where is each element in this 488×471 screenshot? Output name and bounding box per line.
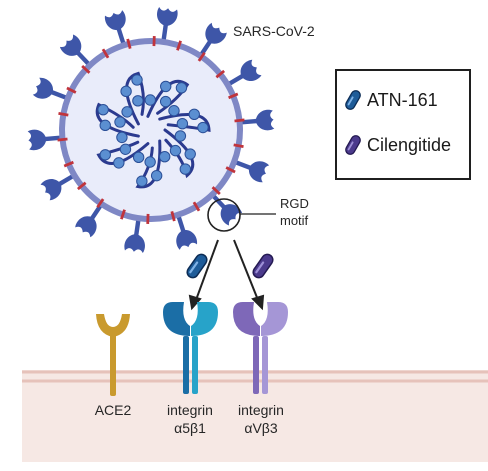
spike-proteins xyxy=(27,6,275,254)
membrane-protein xyxy=(81,64,91,74)
nucleocapsid-bead xyxy=(136,175,148,187)
membrane-protein xyxy=(211,186,221,196)
nucleocapsid-bead xyxy=(175,82,188,94)
cilengitide-capsule xyxy=(252,253,274,279)
nucleocapsid-bead xyxy=(176,118,189,130)
spike-protein xyxy=(104,10,127,46)
membrane-protein xyxy=(197,51,206,62)
nucleocapsid-bead xyxy=(119,143,132,155)
nucleocapsid-bead xyxy=(97,103,109,116)
nucleocapsid-bead xyxy=(158,151,171,163)
nucleocapsid-bead xyxy=(114,116,126,128)
membrane-protein xyxy=(152,36,156,47)
membrane-proteins xyxy=(57,36,245,224)
integrin-avb3-label-line2: αVβ3 xyxy=(244,420,278,436)
integrin-a5b1-label-line1: integrin xyxy=(167,402,213,418)
membrane-protein xyxy=(101,48,110,59)
legend-item-atn-161: ATN-161 xyxy=(343,88,438,112)
spike-protein xyxy=(198,22,227,58)
cilengitide-legend-icon xyxy=(345,135,361,155)
nucleocapsid-bead xyxy=(179,163,192,175)
viral-envelope xyxy=(59,38,243,222)
nucleocapsid-bead xyxy=(160,80,172,93)
spike-protein xyxy=(59,34,92,67)
membrane-protein xyxy=(228,92,239,100)
binding-arrows xyxy=(188,239,265,311)
ace2-label: ACE2 xyxy=(94,402,132,418)
nucleocapsid-bead xyxy=(120,85,132,98)
nucleocapsid-bead xyxy=(113,157,125,169)
nucleocapsid-bead xyxy=(132,151,145,164)
membrane-protein xyxy=(176,40,182,51)
spike-protein xyxy=(32,77,69,101)
nucleocapsid-bead xyxy=(174,130,187,142)
nucleocapsid-bead xyxy=(121,106,133,118)
nucleocapsid-bead xyxy=(197,121,209,134)
spike-protein xyxy=(124,217,145,254)
legend: ATN-161 Cilengitide xyxy=(335,69,471,180)
atn-161-legend-icon xyxy=(345,90,361,110)
integrin-a5b1-label-line2: α5β1 xyxy=(174,420,206,436)
motif-label-line1: RGD xyxy=(280,196,309,211)
spike-protein xyxy=(226,59,262,87)
integrin-a5b1-receptor xyxy=(163,302,218,394)
membrane-protein xyxy=(96,198,105,209)
nucleocapsid-bead xyxy=(184,148,196,160)
membrane-protein xyxy=(234,118,245,123)
membrane-protein xyxy=(120,209,126,220)
integrin-avb3-label-line1: integrin xyxy=(238,402,284,418)
atn-161-capsule xyxy=(186,253,208,279)
membrane-protein xyxy=(146,213,150,224)
nucleocapsid-bead xyxy=(169,144,182,157)
spike-protein xyxy=(175,214,198,250)
legend-label-atn-161: ATN-161 xyxy=(367,89,438,110)
membrane-protein xyxy=(233,143,244,148)
rgd-motif-circle xyxy=(207,198,241,232)
membrane-protein xyxy=(58,112,69,117)
membrane-protein xyxy=(76,181,87,191)
spike-protein xyxy=(210,193,243,226)
integrin-avb3-receptor xyxy=(233,302,288,394)
membrane-protein xyxy=(126,38,132,49)
spike-protein xyxy=(27,129,63,151)
virus-label: SARS-CoV-2 xyxy=(233,23,315,39)
spike-protein xyxy=(157,6,178,43)
membrane-protein xyxy=(66,86,77,94)
nucleocapsid-bead xyxy=(116,131,128,144)
nucleocapsid-bead xyxy=(188,108,200,121)
membrane-protein xyxy=(225,166,236,174)
nucleocapsid-bead xyxy=(159,95,172,108)
nucleocapsid-bead xyxy=(132,95,144,107)
membrane-protein xyxy=(57,137,68,142)
legend-item-cilengitide: Cilengitide xyxy=(343,133,451,157)
nucleocapsid-bead xyxy=(168,105,180,117)
membrane-protein xyxy=(170,211,176,222)
membrane-protein xyxy=(215,69,226,79)
spike-protein xyxy=(40,173,76,201)
spike-protein xyxy=(75,202,104,238)
legend-label-cilengitide: Cilengitide xyxy=(367,134,452,155)
nucleocapsid-bead xyxy=(131,74,143,86)
nucleocapsid-bead xyxy=(144,94,156,106)
membrane-protein xyxy=(192,201,201,212)
ace2-receptor xyxy=(96,314,130,396)
nucleocapsid-beads xyxy=(97,74,209,187)
nucleocapsid-bead xyxy=(144,156,156,168)
motif-label-line2: motif xyxy=(280,213,309,228)
nucleocapsid-bead xyxy=(99,149,111,161)
nucleocapsid-bead xyxy=(99,119,111,132)
nucleocapsid-bead xyxy=(150,169,163,182)
spike-protein xyxy=(233,159,270,183)
sars-cov-2-virus xyxy=(27,6,275,254)
membrane-protein xyxy=(63,160,74,168)
spike-protein xyxy=(239,109,275,131)
